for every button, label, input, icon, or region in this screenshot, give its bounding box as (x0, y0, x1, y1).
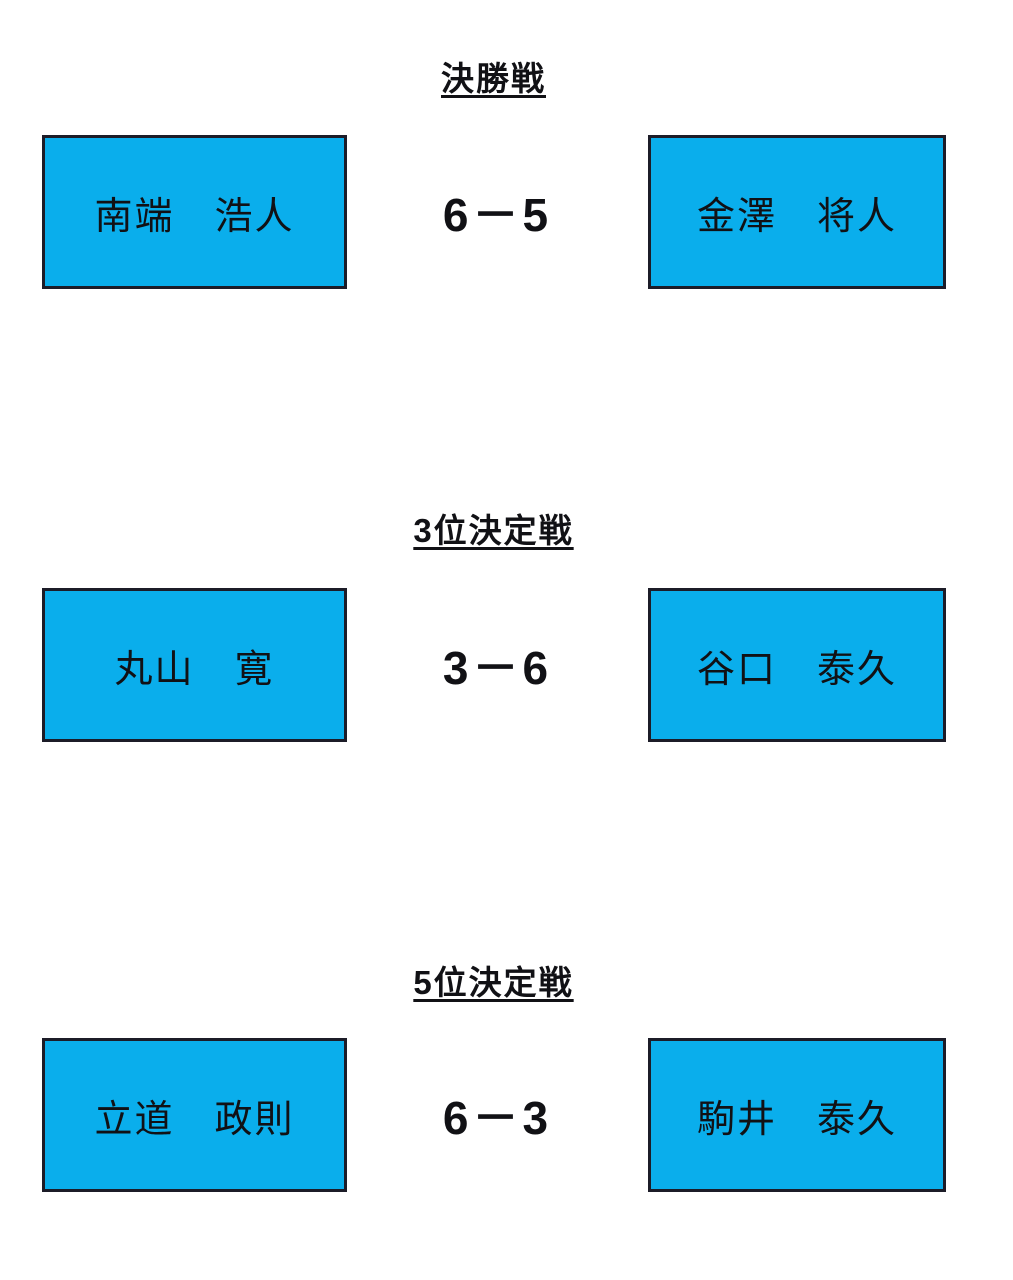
match-score-final: 6－5 (442, 189, 553, 241)
match-row-fifth-place: 立道 政則 6－3 駒井 泰久 (0, 1038, 1013, 1192)
match-score-third: 3－6 (442, 642, 553, 694)
match-row-third-place: 丸山 寛 3－6 谷口 泰久 (0, 588, 1013, 742)
player-name-box-final-left: 南端 浩人 (42, 135, 347, 289)
player-name-box-third-right: 谷口 泰久 (648, 588, 946, 742)
match-row-final: 南端 浩人 6－5 金澤 将人 (0, 135, 1013, 289)
section-title-third-place: 3位決定戦 (413, 512, 574, 549)
match-score-fifth: 6－3 (442, 1092, 553, 1144)
section-title-fifth-place: 5位決定戦 (413, 964, 574, 1001)
player-name-box-fifth-left: 立道 政則 (42, 1038, 347, 1192)
player-name-box-third-left: 丸山 寛 (42, 588, 347, 742)
player-name-box-fifth-right: 駒井 泰久 (648, 1038, 946, 1192)
section-title-final: 決勝戦 (441, 60, 546, 97)
player-name-box-final-right: 金澤 将人 (648, 135, 946, 289)
